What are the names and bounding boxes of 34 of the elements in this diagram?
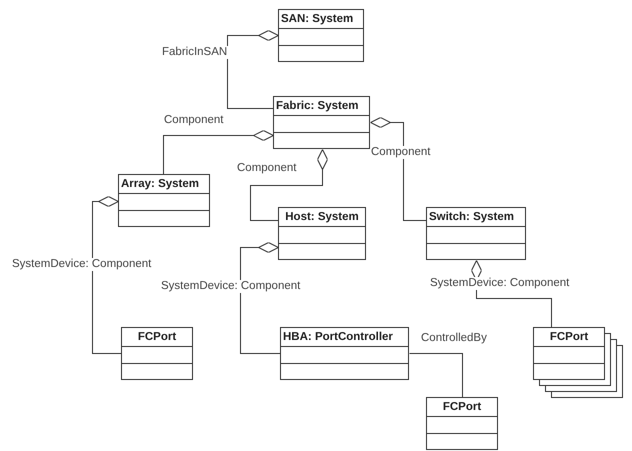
aggregation-connector (370, 117, 427, 221)
class-name: FCPort (427, 398, 497, 417)
aggregation-connector (227, 30, 279, 109)
aggregation-connector (92, 196, 122, 354)
edge-label: ControlledBy (420, 332, 488, 345)
edge-label: SystemDevice: Component (11, 258, 152, 271)
class-name: Array: System (119, 175, 209, 194)
class-box (121, 327, 193, 380)
class-name: Host: System (279, 208, 365, 227)
class-name: HBA: PortController (281, 328, 408, 347)
aggregation-connector (240, 242, 281, 354)
aggregation-connector (163, 130, 274, 175)
edge-label: Component (236, 162, 298, 175)
class-box (273, 96, 370, 149)
aggregation-connector (250, 149, 328, 221)
association-line (409, 353, 463, 398)
edge-label: Component (163, 114, 224, 127)
class-name: FCPort (534, 328, 604, 347)
class-name: SAN: System (279, 10, 363, 29)
class-name: Switch: System (427, 208, 525, 227)
class-box (118, 174, 210, 227)
edge-label: FabricInSAN (161, 46, 228, 59)
class-name: FCPort (122, 328, 192, 347)
edge-label: Component (370, 146, 432, 159)
edge-label: SystemDevice: Component (160, 280, 302, 293)
class-box (278, 9, 364, 62)
class-name: Fabric: System (274, 97, 369, 116)
class-box (426, 207, 526, 260)
class-box (278, 207, 366, 260)
edge-label: SystemDevice: Component (429, 277, 570, 290)
class-box (280, 327, 409, 380)
stacked-class-box (533, 327, 623, 398)
aggregation-connector (471, 260, 552, 328)
class-box (426, 397, 498, 450)
